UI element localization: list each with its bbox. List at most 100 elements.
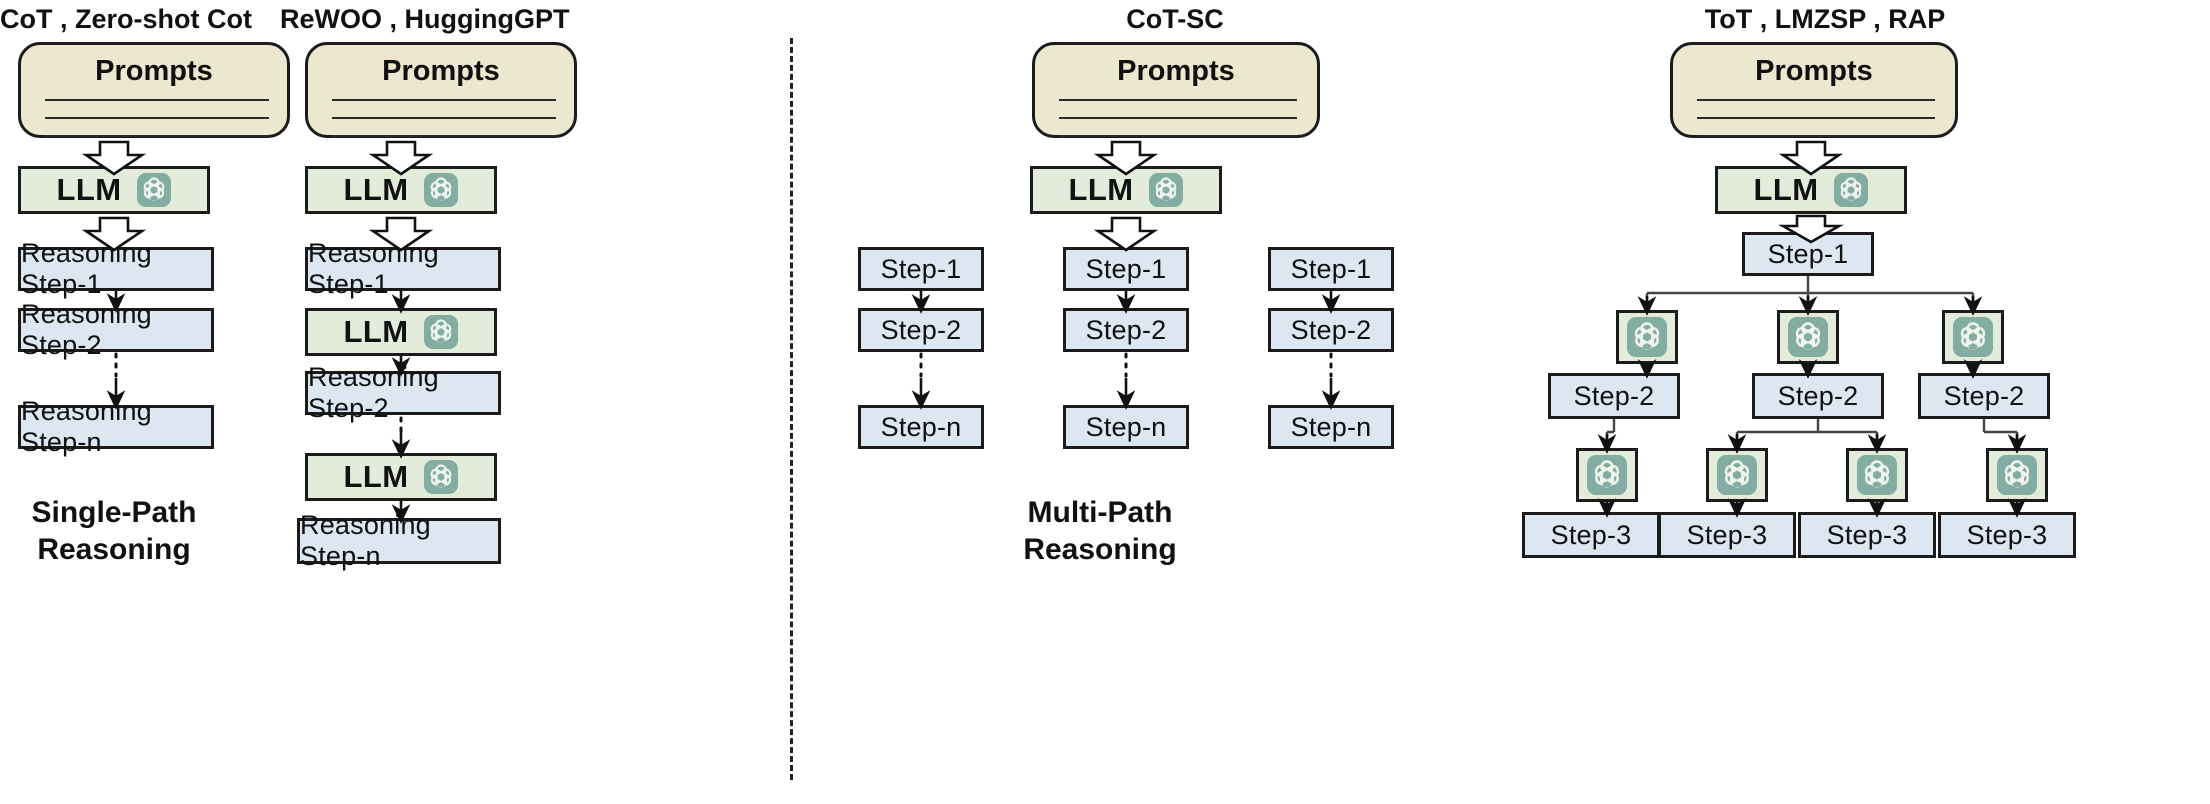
openai-logo-icon [1997, 455, 2037, 495]
prompt-rule [1059, 99, 1297, 101]
prompt-rule [1697, 135, 1935, 137]
openai-logo-icon [1587, 455, 1627, 495]
step-label: Reasoning Step-1 [21, 238, 152, 299]
branch-llm-icon-box [1616, 310, 1678, 364]
prompt-card-cotsc: Prompts [1032, 42, 1320, 138]
step-label: Reasoning Step-2 [308, 362, 439, 423]
step-label: Step-1 [1290, 253, 1372, 284]
step-label: Step-3 [1966, 519, 2048, 550]
down-arrow-icon [1637, 296, 1983, 379]
prompt-rule [1059, 117, 1297, 119]
step-label: Step-1 [1767, 238, 1849, 269]
prompt-title: Prompts [95, 55, 213, 87]
llm-node-tot: LLM [1715, 166, 1907, 214]
llm-label: LLM [56, 172, 122, 207]
step-label: Step-2 [1085, 314, 1167, 345]
step-label: Step-n [880, 411, 962, 442]
step-node: Step-1 [1268, 247, 1394, 291]
section-divider [790, 38, 793, 780]
step-node: Step-n [1268, 405, 1394, 449]
tree-edge [1645, 276, 1975, 304]
step-label: Step-n [1290, 411, 1372, 442]
tree-node-level3: Step-3 [1938, 512, 2076, 558]
prompt-card-tot: Prompts [1670, 42, 1958, 138]
llm-label: LLM [1068, 172, 1134, 207]
openai-logo-icon [1627, 317, 1667, 357]
prompt-rule [1697, 99, 1935, 101]
step-label: Step-2 [1290, 314, 1372, 345]
step-label: Reasoning Step-2 [21, 299, 152, 360]
section-title-single-path: Single-Path Reasoning [31, 496, 197, 566]
block-down-arrow-icon [81, 140, 1844, 252]
openai-logo-icon [424, 315, 459, 349]
step-label: Step-3 [1686, 519, 1768, 550]
prompt-title: Prompts [382, 55, 500, 87]
llm-label: LLM [343, 314, 409, 349]
openai-logo-icon [1149, 173, 1184, 207]
prompt-rule [332, 117, 556, 119]
step-node: Reasoning Step-1 [305, 238, 501, 299]
step-node: Step-1 [1063, 247, 1189, 291]
step-node: Reasoning Step-2 [18, 299, 214, 360]
openai-logo-icon [137, 173, 172, 207]
step-node: Step-n [1063, 405, 1189, 449]
dotted-down-arrow-icon [919, 352, 1333, 378]
llm-node-rewoo-3: LLM [305, 453, 497, 501]
step-label: Step-3 [1550, 519, 1632, 550]
prompt-rule [45, 135, 269, 137]
down-arrow-icon [911, 291, 1341, 410]
branch-llm-icon-box [1576, 448, 1638, 502]
tree-node-level3: Step-3 [1658, 512, 1796, 558]
openai-logo-icon [1953, 317, 1993, 357]
openai-logo-icon [424, 460, 459, 494]
step-label: Step-2 [880, 314, 962, 345]
tree-node-level3: Step-3 [1522, 512, 1660, 558]
step-node: Step-2 [1268, 308, 1394, 352]
prompt-title: Prompts [1755, 55, 1873, 87]
openai-logo-icon [1717, 455, 1757, 495]
tree-node-level2: Step-2 [1548, 373, 1680, 419]
llm-label: LLM [1753, 172, 1819, 207]
prompt-rule [45, 99, 269, 101]
tree-node-level2: Step-2 [1918, 373, 2050, 419]
branch-llm-icon-box [1777, 310, 1839, 364]
tree-node-level2: Step-2 [1752, 373, 1884, 419]
branch-llm-icon-box [1846, 448, 1908, 502]
column-title-cot: CoT , Zero-shot Cot [0, 4, 252, 34]
prompt-rule [1697, 117, 1935, 119]
prompt-card-rewoo: Prompts [305, 42, 577, 138]
llm-node-cot: LLM [18, 166, 210, 214]
step-label: Step-3 [1826, 519, 1908, 550]
column-title-tot: ToT , LMZSP , RAP [1704, 4, 1946, 34]
step-node: Step-1 [858, 247, 984, 291]
openai-logo-icon [424, 173, 459, 207]
tree-edge [1605, 419, 2019, 442]
llm-node-cotsc: LLM [1030, 166, 1222, 214]
tree-node-level3: Step-3 [1798, 512, 1936, 558]
prompt-card-cot: Prompts [18, 42, 290, 138]
openai-logo-icon [1788, 317, 1828, 357]
step-label: Step-2 [1943, 380, 2025, 411]
step-label: Step-2 [1573, 380, 1655, 411]
step-label: Reasoning Step-n [21, 396, 152, 457]
openai-logo-icon [1857, 455, 1897, 495]
step-label: Step-1 [880, 253, 962, 284]
prompt-rule [1059, 135, 1297, 137]
llm-label: LLM [343, 172, 409, 207]
section-title-multi-path: Multi-Path Reasoning [1023, 496, 1177, 566]
prompt-rule [45, 117, 269, 119]
step-label: Reasoning Step-1 [308, 238, 439, 299]
prompt-rule [332, 135, 556, 137]
llm-label: LLM [343, 459, 409, 494]
openai-logo-icon [1834, 173, 1869, 207]
down-arrow-icon [1597, 434, 2027, 518]
step-label: Step-1 [1085, 253, 1167, 284]
step-label: Step-n [1085, 411, 1167, 442]
branch-llm-icon-box [1986, 448, 2048, 502]
step-label: Step-2 [1777, 380, 1859, 411]
prompt-title: Prompts [1117, 55, 1235, 87]
prompt-rule [332, 99, 556, 101]
step-node: Reasoning Step-2 [305, 362, 501, 423]
